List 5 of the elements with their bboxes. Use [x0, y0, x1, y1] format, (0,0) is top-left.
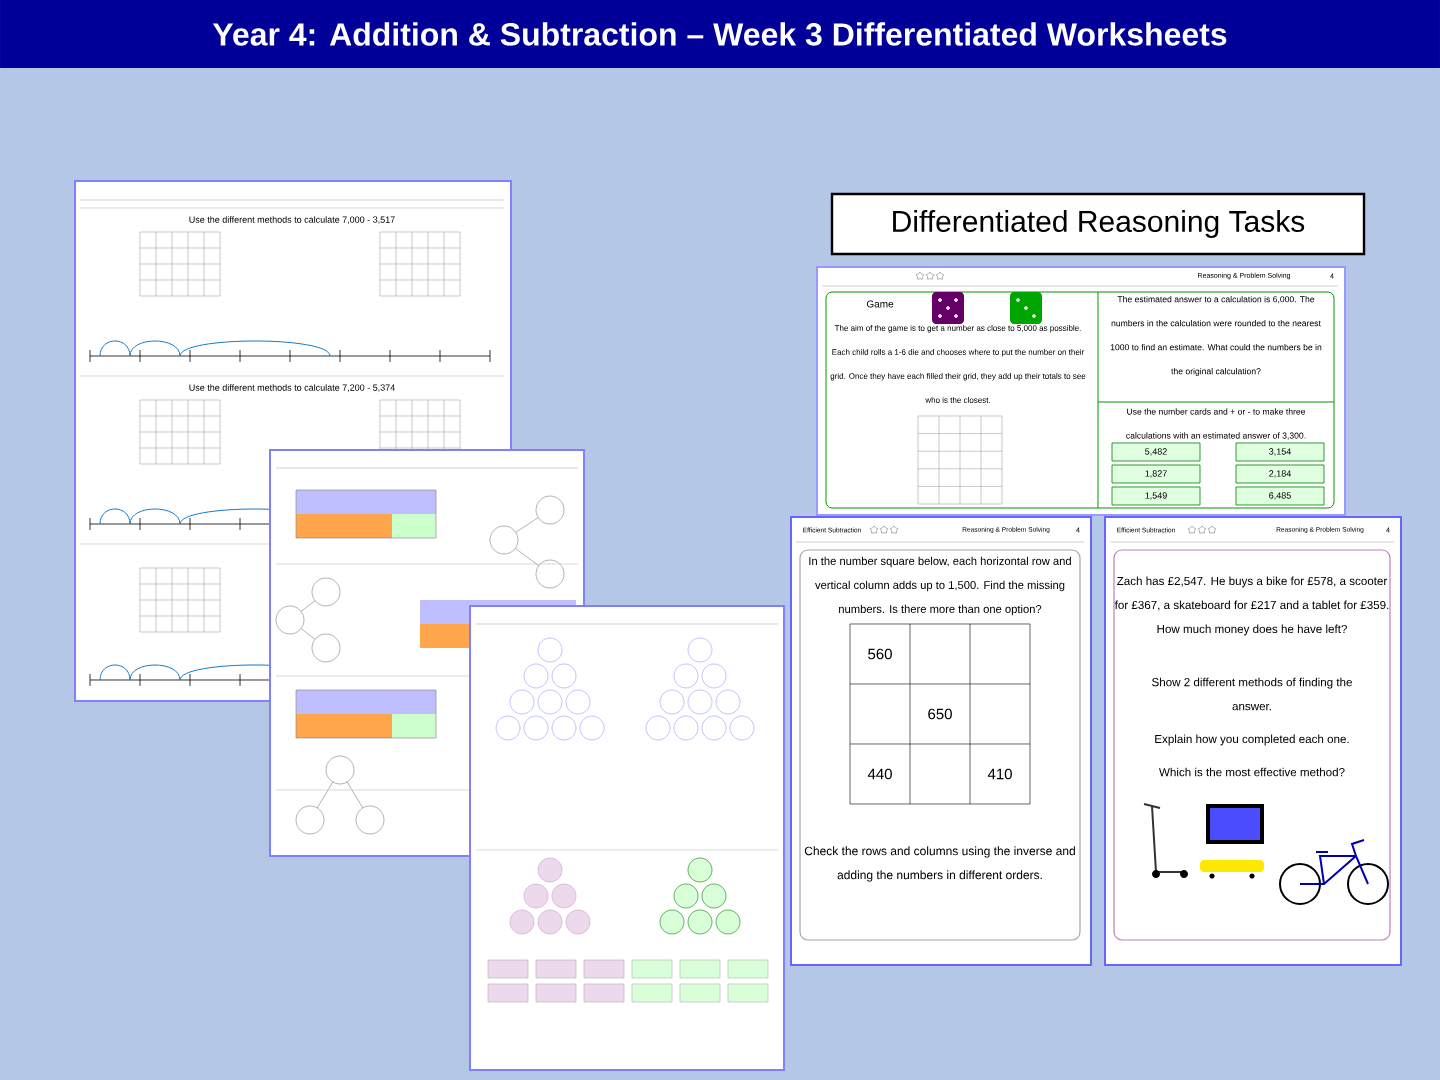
title-text: Year 4: Addition & Subtraction – Week 3 Differentiated Worksheets [212, 22, 1227, 46]
heading-box: Differentiated Reasoning Tasks [830, 192, 1366, 256]
worksheet-card [1104, 516, 1402, 966]
worksheet-card [816, 266, 1346, 516]
worksheet-card [790, 516, 1092, 966]
